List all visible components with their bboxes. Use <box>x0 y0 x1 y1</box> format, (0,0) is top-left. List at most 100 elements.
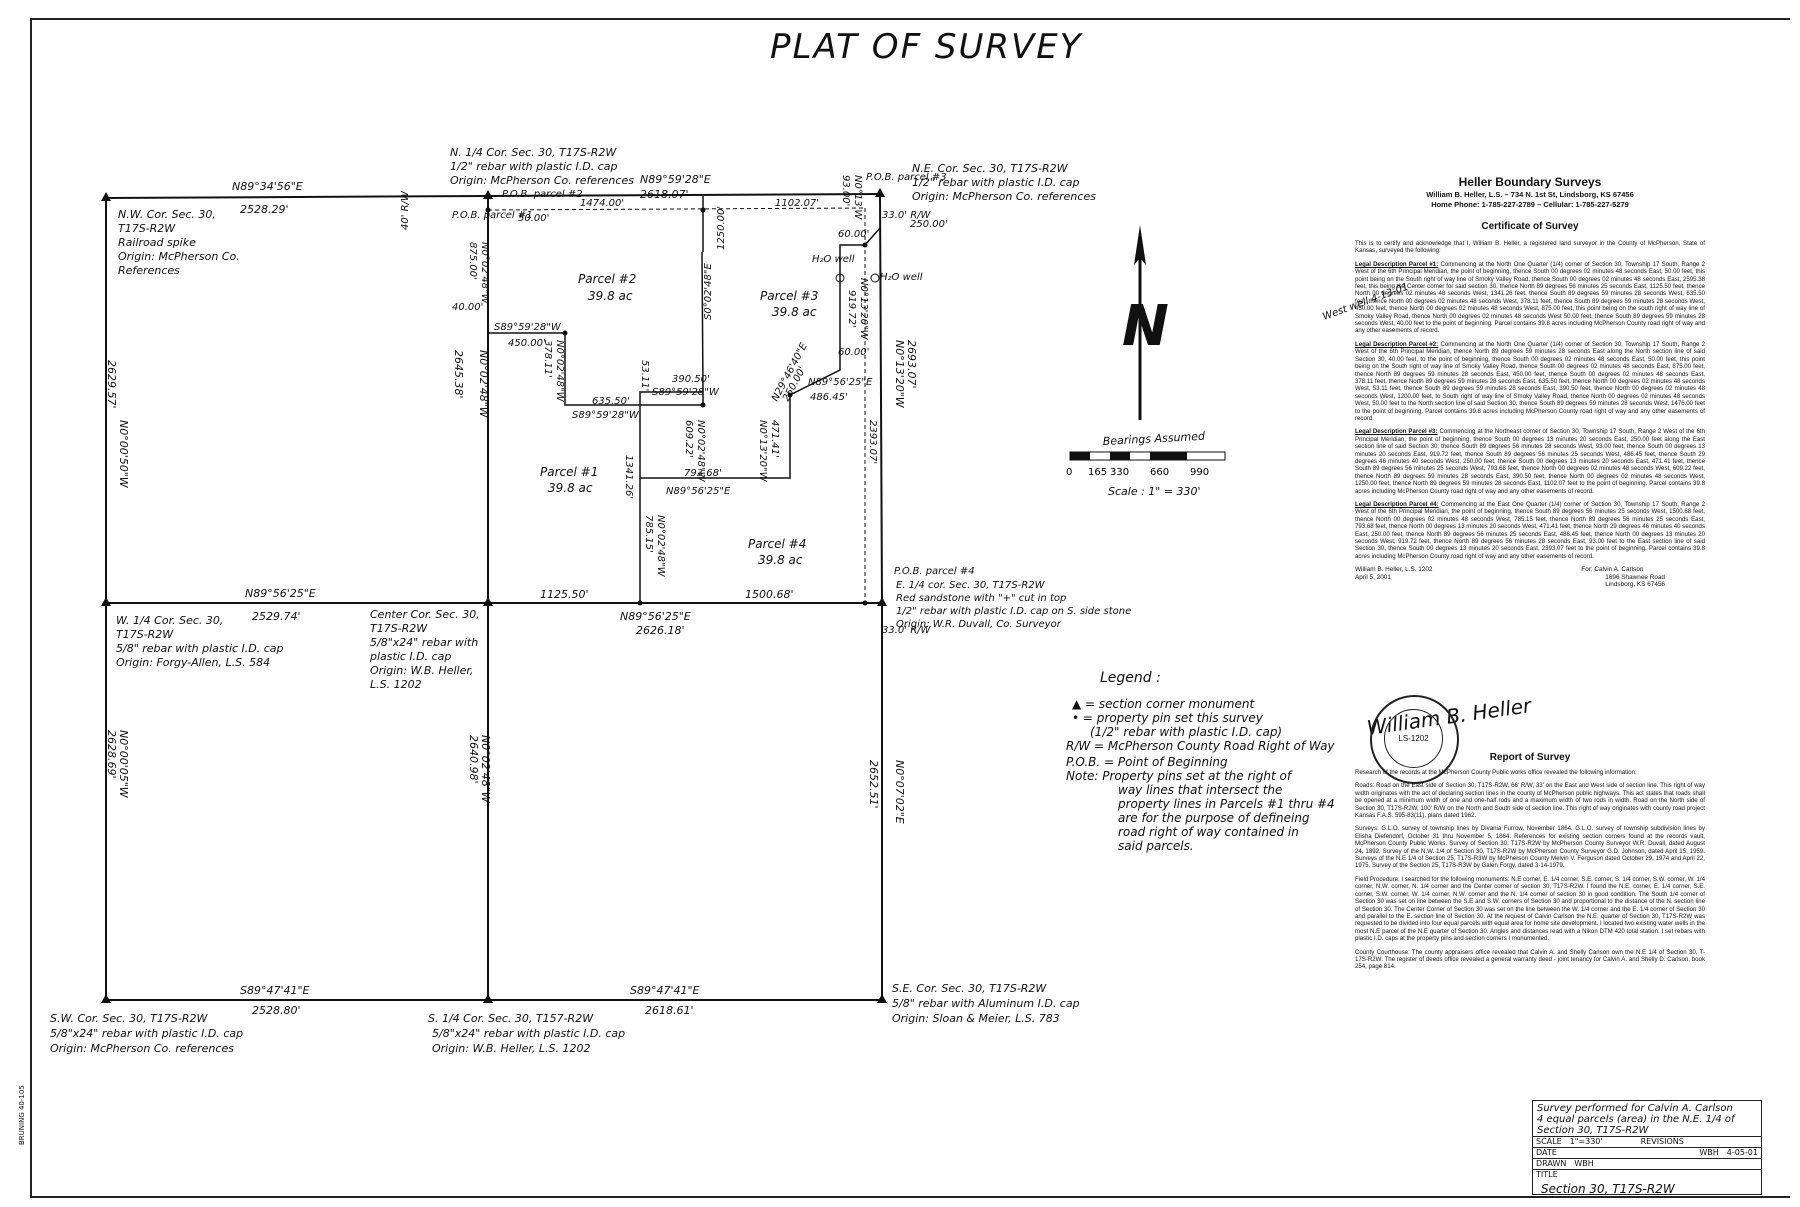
svg-text:E. 1/4 cor. Sec. 30, T17S-R2W: E. 1/4 cor. Sec. 30, T17S-R2W <box>896 580 1046 591</box>
svg-text:Origin: Forgy-Allen, L.S. 584: Origin: Forgy-Allen, L.S. 584 <box>116 656 270 669</box>
parcel-3-name: Parcel #3 <box>760 289 818 303</box>
s-mid-bearing: N0°02'48"W <box>479 735 492 804</box>
sw-west-dist: 2628.69' <box>105 730 118 779</box>
mid-west-dist: 2529.74' <box>252 610 301 623</box>
svg-text:T17S-R2W: T17S-R2W <box>116 628 174 641</box>
mid-vert-dist: 2645.38' <box>452 350 465 399</box>
svg-text:Center Cor. Sec. 30,: Center Cor. Sec. 30, <box>370 608 480 621</box>
right-of-way-lines <box>487 207 866 600</box>
bearing-n0-02-48-w: N0°02'48"W <box>554 340 565 403</box>
plat-sheet <box>30 18 1790 1198</box>
svg-text:References: References <box>118 264 180 277</box>
north-dist-1474: 1474.00' <box>580 198 624 209</box>
svg-text:property lines in Parcels #1 t: property lines in Parcels #1 thru #4 <box>1117 797 1335 811</box>
north-section-line <box>105 193 881 199</box>
report-heading: Report of Survey <box>1489 752 1571 763</box>
dist-60-mid: 60.00' <box>838 347 869 358</box>
svg-text:R/W = McPherson County Road Ri: R/W = McPherson County Road Right of Way <box>1066 739 1335 753</box>
bearing-s89-59-28-w: S89°59'28"W <box>494 322 562 333</box>
legal-parcel-4: Legal Description Parcel #4: Commencing … <box>1355 501 1706 560</box>
dist-53: 53.11' <box>639 360 650 391</box>
certificate-heading: Certificate of Survey <box>1481 221 1579 232</box>
svg-text:plastic I.D. cap: plastic I.D. cap <box>369 650 451 663</box>
parcel-4-name: Parcel #4 <box>748 537 806 551</box>
sw-west-bearing: N0°00'05"W <box>117 730 130 799</box>
svg-text:• = property pin set this surv: • = property pin set this survey <box>1072 711 1264 725</box>
corner-nw-desc: N.W. Cor. Sec. 30, T17S-R2W Railroad spi… <box>118 208 240 277</box>
center-monument <box>483 597 493 606</box>
south-right-bearing: S89°47'41"E <box>630 984 700 997</box>
scale-tick-165: 165 <box>1088 467 1107 478</box>
corner-n-quarter-desc: N. 1/4 Cor. Sec. 30, T17S-R2W 1/2" rebar… <box>450 146 634 187</box>
svg-text:Origin: McPherson Co. referenc: Origin: McPherson Co. references <box>450 174 634 187</box>
svg-text:Origin: McPherson Co.: Origin: McPherson Co. <box>118 250 240 263</box>
mid-east-bearing: N89°56'25"E <box>620 610 691 623</box>
scale-text: Scale : 1" = 330' <box>1108 485 1201 498</box>
date-row: DATE WBH 4-05-01 <box>1533 1148 1761 1159</box>
margin-text: BRUNING 40-105 <box>18 1085 26 1145</box>
svg-text:5/8"x24" rebar with plastic I.: 5/8"x24" rebar with plastic I.D. cap <box>50 1027 243 1040</box>
certificate-intro: This is to certify and acknowledge that … <box>1355 240 1705 255</box>
north-left-dist: 2528.29' <box>240 203 289 216</box>
mid-east-west-bearing: N89°56'25"E <box>245 587 316 600</box>
pob-parcel-4: P.O.B. parcel #4 <box>894 566 975 577</box>
dist-486: 486.45' <box>810 392 848 403</box>
svg-text:T17S-R2W: T17S-R2W <box>118 222 176 235</box>
report-intro: Research of the records at the McPherson… <box>1355 769 1637 776</box>
nw-monument <box>101 192 111 201</box>
signer-name: William B. Heller, L.S. 1202 <box>1355 566 1433 574</box>
svg-text:5/8"x24" rebar with: 5/8"x24" rebar with <box>370 636 478 649</box>
svg-text:said parcels.: said parcels. <box>1118 839 1194 853</box>
legal-parcel-1: Legal Description Parcel #1: Commencing … <box>1355 260 1705 335</box>
w-quarter-monument <box>101 597 111 606</box>
bearing-s89-59-28-w2: S89°59'28"W <box>572 410 640 421</box>
north-arrow-head-icon <box>1134 225 1146 265</box>
scale-tick-990: 990 <box>1190 467 1209 478</box>
pob-parcel-1: P.O.B. parcel #1 <box>452 210 533 221</box>
dist-471: 471.41' <box>769 420 780 458</box>
se-east-bearing: N0°07'02"E <box>893 760 906 824</box>
east-dist: 2693.07' <box>905 340 918 389</box>
report-of-survey: Report of Survey Research of the records… <box>1355 752 1705 977</box>
svg-text:N. 1/4 Cor. Sec. 30, T17S-R2W: N. 1/4 Cor. Sec. 30, T17S-R2W <box>450 146 617 159</box>
dist-378: 378.11' <box>542 340 553 378</box>
svg-text:Railroad spike: Railroad spike <box>118 236 196 249</box>
bearing-n0-02-48-w2: N0°02'48"W <box>695 420 706 483</box>
seal-text: LS-1202 <box>1384 709 1443 768</box>
north-right-dist: 2618.07' <box>640 188 689 201</box>
mid-vert-bearing: N0°02'48"W <box>477 350 490 419</box>
east-section-line <box>879 193 883 1000</box>
svg-text:way lines that intersect the: way lines that intersect the <box>1118 783 1282 797</box>
report-roads: Roads: Road on the East side of Section … <box>1355 782 1705 820</box>
dist-1250: 1250.00' <box>716 206 727 250</box>
svg-text:(1/2" rebar with plastic I.D.: (1/2" rebar with plastic I.D. cap) <box>1090 725 1282 739</box>
surveyor-seal-icon: LS-1202 <box>1370 695 1459 784</box>
corner-monuments <box>101 188 887 1003</box>
section-title: Section 30, T17S-R2W <box>1541 1182 1675 1196</box>
scale-row: SCALE 1"=330' REVISIONS <box>1533 1137 1761 1148</box>
mid-dist-1500: 1500.68' <box>745 588 794 601</box>
north-arrow: N <box>1122 225 1169 420</box>
mid-dist-1125: 1125.50' <box>540 588 589 601</box>
dist-450: 450.00' <box>508 338 546 349</box>
bearing-n0-13-w-top: N0°13'W <box>852 175 863 220</box>
client-address: 1696 Shawnee Road <box>1605 573 1665 581</box>
svg-text:Origin: McPherson Co. referenc: Origin: McPherson Co. references <box>912 190 1096 203</box>
scale-tick-660: 660 <box>1150 467 1169 478</box>
parcel-1-name: Parcel #1 <box>540 465 598 479</box>
survey-description: Survey performed for Calvin A. Carlson 4… <box>1533 1101 1761 1137</box>
sw-monument <box>101 994 111 1003</box>
mid-east-dist: 2626.18' <box>636 624 685 637</box>
bearing-n0-02-48-w3: N0°02'48"W <box>655 515 666 578</box>
south-left-dist: 2528.80' <box>252 1004 301 1017</box>
se-east-dist: 2652.51' <box>867 760 880 809</box>
east-bearing: N0°13'20"W <box>893 340 906 409</box>
south-right-dist: 2618.61' <box>645 1004 694 1017</box>
north-left-bearing: N89°34'56"E <box>232 180 303 193</box>
corner-center-desc: Center Cor. Sec. 30, T17S-R2W 5/8"x24" r… <box>369 608 480 691</box>
dist-609: 609.22' <box>683 420 694 458</box>
n-quarter-monument <box>483 190 493 199</box>
e-quarter-monument <box>877 597 887 606</box>
svg-text:Red sandstone with "+" cut in: Red sandstone with "+" cut in top <box>896 593 1066 604</box>
certificate-of-survey: Heller Boundary Surveys William B. Helle… <box>1355 175 1705 589</box>
